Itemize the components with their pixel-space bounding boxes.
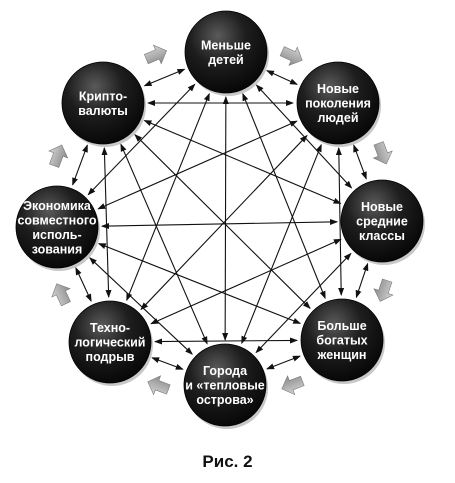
connection-richer-women-cities-heat-islands <box>266 355 301 370</box>
node-label-line: валюты <box>78 104 128 118</box>
node-label-line: Больше <box>317 319 366 333</box>
node-label-line: Новые <box>361 200 403 214</box>
node-circle <box>300 298 384 382</box>
node-circle <box>340 179 424 263</box>
node-label-line: средние <box>356 215 408 229</box>
connection-richer-women-tech-disruption <box>153 337 299 345</box>
connection-arrows <box>72 68 369 370</box>
node-label-line: детей <box>208 53 243 67</box>
cycle-arrow-2 <box>372 141 393 165</box>
connection-fewer-children-new-generations <box>266 70 298 85</box>
cycle-arrow-5 <box>147 375 171 396</box>
node-label: Крипто-валюты <box>78 89 128 118</box>
connection-fewer-children-cryptocurrencies <box>143 68 186 87</box>
node-cryptocurrencies: Крипто-валюты <box>61 61 146 147</box>
connection-richer-women-cryptocurrencies <box>134 133 311 310</box>
node-label-line: зования <box>32 242 83 256</box>
connection-sharing-economy-cryptocurrencies <box>72 144 88 186</box>
cycle-arrow-6 <box>51 283 71 307</box>
connection-cities-heat-islands-cryptocurrencies <box>120 143 208 345</box>
connection-tech-disruption-cryptocurrencies <box>101 146 112 299</box>
node-circle <box>15 185 99 269</box>
connection-new-generations-new-middle-classes <box>353 144 367 180</box>
node-circle <box>184 10 268 94</box>
node-label-line: и «тепловые <box>185 379 265 393</box>
cycle-arrow-3 <box>373 278 394 302</box>
cycle-arrow-1 <box>279 46 303 66</box>
connection-cities-heat-islands-tech-disruption <box>151 357 184 370</box>
cycle-arrow-7 <box>48 144 69 168</box>
figure-caption: Рис. 2 <box>202 452 253 471</box>
connection-new-middle-classes-sharing-economy <box>100 218 339 230</box>
node-label-line: поколения <box>305 97 371 111</box>
node-label-line: женщин <box>317 348 367 362</box>
cycle-arrows <box>48 44 394 396</box>
node-label-line: логический <box>75 336 146 350</box>
connection-tech-disruption-sharing-economy <box>75 266 92 303</box>
node-label-line: Экономика <box>23 199 92 213</box>
node-label-line: богатых <box>316 334 367 348</box>
connection-fewer-children-cities-heat-islands <box>222 95 229 342</box>
node-circle <box>183 343 267 427</box>
node-circle <box>296 61 380 145</box>
cycle-arrow-8 <box>143 44 167 65</box>
node-label-line: Крипто- <box>79 89 127 103</box>
node-circle <box>61 61 145 145</box>
node-label-line: людей <box>317 111 358 125</box>
node-label-line: Новые <box>317 82 359 96</box>
node-label-line: классы <box>359 229 405 243</box>
node-label-line: Техно- <box>90 321 130 335</box>
node-circle <box>68 300 152 384</box>
node-label-line: подрыв <box>86 350 135 364</box>
node-label-line: исполь- <box>32 228 81 242</box>
cycle-arrow-4 <box>281 375 305 396</box>
node-label-line: совместного <box>17 213 96 227</box>
node-label-line: Города <box>203 364 248 378</box>
node-label-line: Меньше <box>201 38 251 52</box>
node-label-line: острова» <box>196 393 253 407</box>
connection-new-generations-cities-heat-islands <box>241 143 322 345</box>
connection-new-middle-classes-richer-women <box>355 262 369 299</box>
